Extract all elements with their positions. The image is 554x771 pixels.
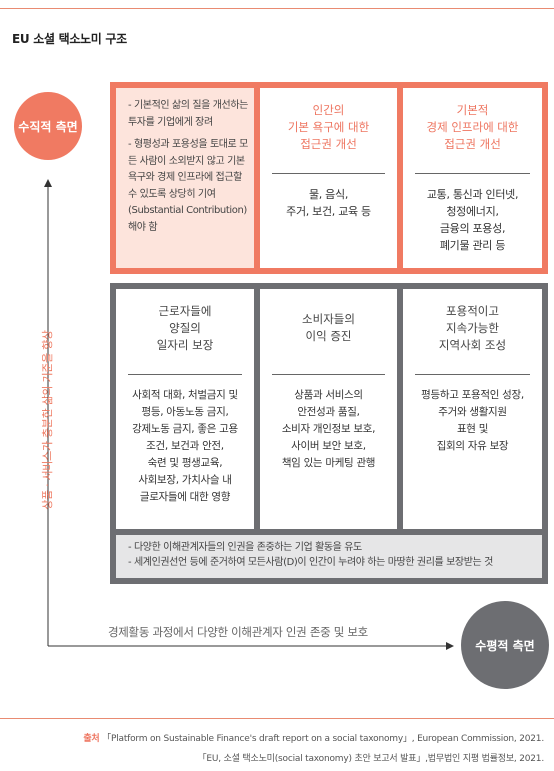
consumer-interests-heading: 소비자들의 이익 증진 — [302, 312, 355, 343]
vertical-description-item: - 형평성과 포용성을 토대로 모든 사람이 소외받지 않고 기본 욕구와 경제… — [128, 139, 248, 233]
source-line-1: 출처 「Platform on Sustainable Finance's dr… — [83, 734, 544, 744]
vertical-axis-label: 상품 · 서비스가 충분한 삶의 기준을 향상 — [41, 330, 54, 510]
horizontal-dimension-circle: 수평적 측면 — [461, 601, 549, 689]
inclusive-communities-heading: 포용적이고 지속가능한 지역사회 조성 — [438, 304, 507, 352]
horizontal-note-item: - 세계인권선언 등에 준거하여 모든사람(D)이 인간이 누려야 하는 마땅한… — [128, 557, 493, 568]
horizontal-note-item: - 다양한 이해관계자들의 인권을 존중하는 기업 활동을 유도 — [128, 542, 362, 553]
bottom-divider — [0, 718, 554, 719]
decent-work-body: 사회적 대화, 처벌금지 및 평등, 아동노동 금지, 강제노동 금지, 좋은 … — [132, 389, 238, 503]
consumer-interests-cell: 소비자들의 이익 증진 상품과 서비스의 안전성과 품질, 소비자 개인정보 보… — [260, 289, 397, 529]
cell-divider — [415, 173, 530, 174]
horizontal-notes-cell: - 다양한 이해관계자들의 인권을 존중하는 기업 활동을 유도 - 세계인권선… — [116, 535, 542, 578]
cell-divider — [272, 374, 385, 375]
economic-infrastructure-cell: 기본적 경제 인프라에 대한 접근권 개선 교통, 통신과 인터넷, 청정에너지… — [403, 88, 542, 268]
inclusive-communities-cell: 포용적이고 지속가능한 지역사회 조성 평등하고 포용적인 성장, 주거와 생활… — [403, 289, 542, 529]
page-title: EU 소셜 택소노미 구조 — [12, 32, 127, 46]
decent-work-cell: 근로자들에 양질의 일자리 보장 사회적 대화, 처벌금지 및 평등, 아동노동… — [116, 289, 254, 529]
economic-infrastructure-body: 교통, 통신과 인터넷, 청정에너지, 금융의 포용성, 폐기물 관리 등 — [426, 188, 519, 252]
cell-divider — [128, 374, 242, 375]
vertical-description-item: - 기본적인 삶의 질을 개선하는 투자를 기업에게 장려 — [128, 100, 248, 128]
top-divider — [0, 8, 554, 9]
basic-needs-body: 물, 음식, 주거, 보건, 교육 등 — [286, 188, 371, 218]
cell-divider — [272, 173, 385, 174]
horizontal-axis-label: 경제활동 과정에서 다양한 이해관계자 인권 존중 및 보호 — [108, 625, 368, 639]
inclusive-communities-body: 평등하고 포용적인 성장, 주거와 생활지원 표현 및 집회의 자유 보장 — [421, 389, 524, 452]
vertical-description-cell: - 기본적인 삶의 질을 개선하는 투자를 기업에게 장려 - 형평성과 포용성… — [116, 88, 254, 268]
consumer-interests-body: 상품과 서비스의 안전성과 품질, 소비자 개인정보 보호, 사이버 보안 보호… — [281, 389, 376, 469]
horizontal-dimension-grid: 근로자들에 양질의 일자리 보장 사회적 대화, 처벌금지 및 평등, 아동노동… — [110, 283, 548, 584]
source-line-2: 「EU, 소셜 택소노미(social taxonomy) 초안 보고서 발표」… — [197, 754, 545, 764]
decent-work-heading: 근로자들에 양질의 일자리 보장 — [156, 304, 214, 352]
basic-needs-heading: 인간의 기본 욕구에 대한 접근권 개선 — [287, 103, 370, 151]
basic-needs-cell: 인간의 기본 욕구에 대한 접근권 개선 물, 음식, 주거, 보건, 교육 등 — [260, 88, 397, 268]
economic-infrastructure-heading: 기본적 경제 인프라에 대한 접근권 개선 — [426, 103, 519, 151]
cell-divider — [415, 374, 530, 375]
vertical-dimension-circle: 수직적 측면 — [14, 92, 82, 160]
vertical-dimension-grid: - 기본적인 삶의 질을 개선하는 투자를 기업에게 장려 - 형평성과 포용성… — [110, 82, 548, 274]
source-label: 출처 — [83, 734, 100, 744]
